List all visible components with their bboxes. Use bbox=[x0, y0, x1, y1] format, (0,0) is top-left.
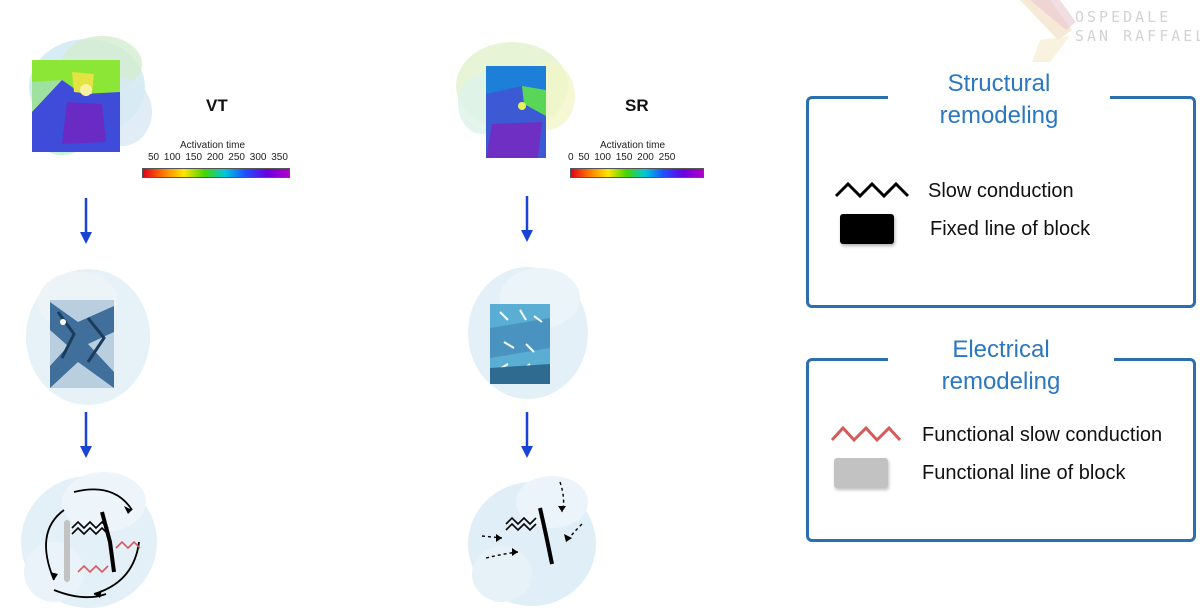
electrical-legend-title: Electrical remodeling bbox=[888, 334, 1114, 398]
hospital-logo: OSPEDALE SAN RAFFAELE bbox=[1010, 0, 1200, 62]
logo-line-1: OSPEDALE bbox=[1075, 8, 1172, 26]
structural-title-line-2: remodeling bbox=[939, 102, 1059, 129]
functional-line-of-block-label: Functional line of block bbox=[922, 462, 1126, 484]
fixed-line-of-block-label: Fixed line of block bbox=[930, 218, 1091, 240]
vt-title: VT bbox=[206, 96, 228, 115]
black-block-icon bbox=[840, 214, 894, 244]
sr-activation-map bbox=[456, 42, 575, 158]
zigzag-black-icon bbox=[834, 181, 910, 199]
vt-circuit-map bbox=[21, 472, 157, 608]
sr-arrow-down-1-icon bbox=[521, 196, 533, 242]
vt-scale-ticks: 50 100 150 200 250 300 350 bbox=[148, 152, 288, 163]
vt-activation-colorbar bbox=[142, 168, 290, 178]
vt-arrow-down-1-icon bbox=[80, 198, 92, 244]
logo-line-2: SAN RAFFAELE bbox=[1075, 27, 1200, 45]
structural-legend-title: Structural remodeling bbox=[888, 68, 1110, 132]
zigzag-red-icon bbox=[830, 425, 902, 443]
functional-slow-conduction-label: Functional slow conduction bbox=[922, 424, 1163, 446]
vt-arrow-down-2-icon bbox=[80, 412, 92, 458]
electrical-title-line-1: Electrical bbox=[952, 336, 1050, 363]
structural-title-line-1: Structural bbox=[947, 70, 1051, 97]
logo-mark-icon bbox=[1020, 0, 1076, 62]
vt-scale-title: Activation time bbox=[180, 140, 246, 151]
sr-scale-title: Activation time bbox=[600, 140, 666, 151]
sr-activation-colorbar bbox=[570, 168, 704, 178]
sr-conduction-map bbox=[468, 476, 596, 606]
vt-texture-map bbox=[26, 269, 150, 405]
sr-arrow-down-2-icon bbox=[521, 412, 533, 458]
sr-texture-map bbox=[468, 267, 588, 399]
gray-block-icon bbox=[834, 458, 888, 488]
slow-conduction-label: Slow conduction bbox=[928, 180, 1074, 202]
electrical-title-line-2: remodeling bbox=[941, 368, 1061, 395]
vt-activation-map bbox=[29, 36, 152, 155]
sr-scale-ticks: 0 50 100 150 200 250 bbox=[568, 152, 676, 163]
sr-title: SR bbox=[625, 96, 649, 115]
